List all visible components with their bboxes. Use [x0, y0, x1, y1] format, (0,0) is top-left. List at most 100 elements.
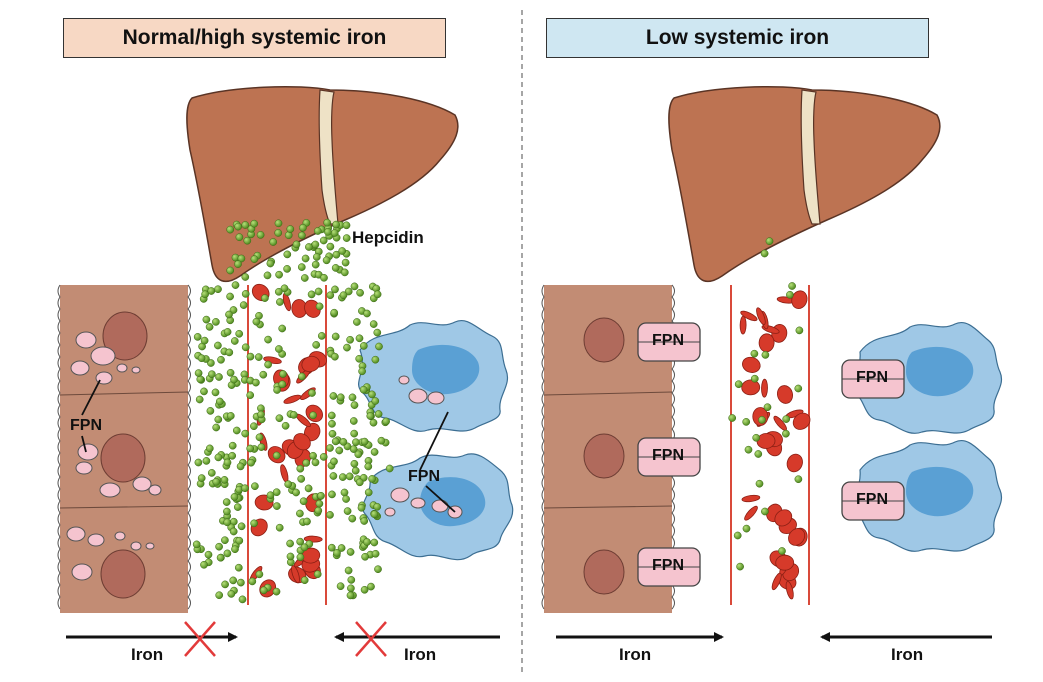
hepcidin-molecule [241, 429, 250, 438]
hepcidin-molecule [204, 550, 213, 559]
hepcidin-molecule [309, 451, 317, 460]
hepcidin-molecule [309, 411, 317, 420]
hepcidin-molecule [330, 457, 338, 466]
hepcidin-molecule [226, 292, 234, 301]
hepcidin-molecule [274, 287, 283, 296]
liver-icon [668, 85, 941, 283]
hepcidin-molecule [266, 259, 275, 268]
hepcidin-molecule [286, 552, 295, 561]
hepcidin-molecule [338, 473, 347, 481]
hepcidin-molecule [758, 416, 766, 424]
hepcidin-molecule [374, 565, 382, 574]
hepcidin-molecule [311, 240, 320, 249]
hepcidin-molecule [235, 329, 244, 338]
hepcidin-molecule [212, 477, 221, 486]
hepcidin-molecule [782, 415, 791, 423]
hepcidin-molecule [311, 458, 320, 467]
hepcidin-molecule [227, 590, 236, 598]
hepcidin-molecule [275, 414, 284, 423]
hepcidin-molecule [324, 228, 332, 236]
hepcidin-molecule [322, 256, 331, 265]
red-blood-cell [739, 315, 747, 335]
hepcidin-molecule [363, 309, 371, 318]
hepcidin-molecule [344, 566, 353, 575]
hepcidin-molecule [237, 522, 246, 531]
hepcidin-molecule [241, 273, 250, 281]
hepcidin-molecule [275, 523, 284, 532]
hepcidin-molecule [214, 415, 223, 424]
hepcidin-molecule [234, 222, 242, 231]
red-blood-cell [291, 565, 300, 584]
hepcidin-molecule [296, 537, 305, 546]
hepcidin-molecule [331, 264, 340, 272]
hepcidin-molecule [300, 543, 309, 552]
hepcidin-molecule [273, 386, 281, 394]
hepcidin-molecule [778, 547, 786, 555]
hepcidin-molecule [734, 380, 743, 389]
hepcidin-molecule [315, 302, 324, 311]
hepcidin-molecule [272, 587, 281, 596]
hepcidin-molecule-icon [192, 218, 394, 604]
red-blood-cell [756, 307, 766, 326]
hepcidin-molecule [329, 392, 338, 400]
hepcidin-molecule [358, 367, 366, 376]
red-blood-cell [741, 379, 761, 396]
hepcidin-molecule [237, 254, 246, 263]
hepcidin-molecule [264, 360, 272, 369]
hepcidin-molecule [355, 478, 364, 487]
hepcidin-molecule [275, 270, 283, 279]
hepcidin-molecule [234, 563, 243, 572]
hepcidin-molecule [211, 388, 220, 397]
hepcidin-molecule [296, 553, 305, 562]
hepcidin-molecule [250, 519, 258, 528]
hepcidin-molecule [317, 332, 326, 340]
red-blood-cell [283, 394, 302, 404]
hepcidin-molecule [217, 355, 225, 364]
hepcidin-molecule [283, 250, 292, 259]
hepcidin-molecule [333, 549, 341, 557]
hepcidin-molecule [252, 317, 261, 326]
hepcidin-molecule [329, 472, 338, 480]
hepcidin-molecule [368, 390, 376, 399]
hepcidin-molecule [214, 453, 223, 462]
blood-vessel [247, 285, 327, 605]
hepcidin-molecule [300, 576, 309, 585]
hepcidin-molecule [319, 453, 328, 461]
fpn-label: FPN [652, 447, 684, 464]
hepcidin-molecule [373, 328, 382, 337]
red-blood-cell [774, 509, 793, 527]
red-blood-cell [250, 518, 268, 537]
red-blood-cell [756, 433, 776, 449]
enterocyte-icon [57, 284, 191, 613]
hepcidin-molecule [336, 582, 345, 591]
hepcidin-molecule [336, 393, 345, 402]
hepcidin-molecule [230, 375, 238, 384]
hepcidin-molecule [364, 462, 373, 471]
hepcidin-molecule [326, 291, 335, 300]
hepcidin-molecule [236, 462, 245, 471]
hepcidin-molecule [311, 260, 320, 269]
hepcidin-molecule [786, 290, 794, 299]
hepcidin-molecule [314, 506, 323, 515]
hepcidin-molecule [744, 445, 753, 454]
hepcidin-molecule [303, 517, 311, 526]
red-blood-cell [775, 554, 795, 571]
hepcidin-molecule [355, 334, 364, 343]
hepcidin-molecule [238, 595, 247, 604]
hepcidin-molecule [364, 488, 373, 497]
hepcidin-molecule [366, 412, 375, 420]
hepcidin-molecule [350, 429, 359, 438]
hepcidin-molecule [308, 389, 316, 397]
hepcidin-molecule [215, 542, 223, 551]
hepcidin-molecule [298, 372, 306, 381]
hepcidin-molecule [298, 231, 306, 240]
hepcidin-molecule [274, 229, 283, 237]
hepcidin-molecule [235, 536, 244, 545]
red-blood-cell [741, 494, 761, 503]
hepcidin-molecule [223, 328, 232, 336]
hepcidin-molecule [313, 570, 322, 579]
fpn-label: FPN [652, 557, 684, 574]
hepcidin-molecule [349, 417, 358, 425]
hepcidin-molecule [251, 482, 259, 491]
hepcidin-molecule [340, 488, 349, 497]
